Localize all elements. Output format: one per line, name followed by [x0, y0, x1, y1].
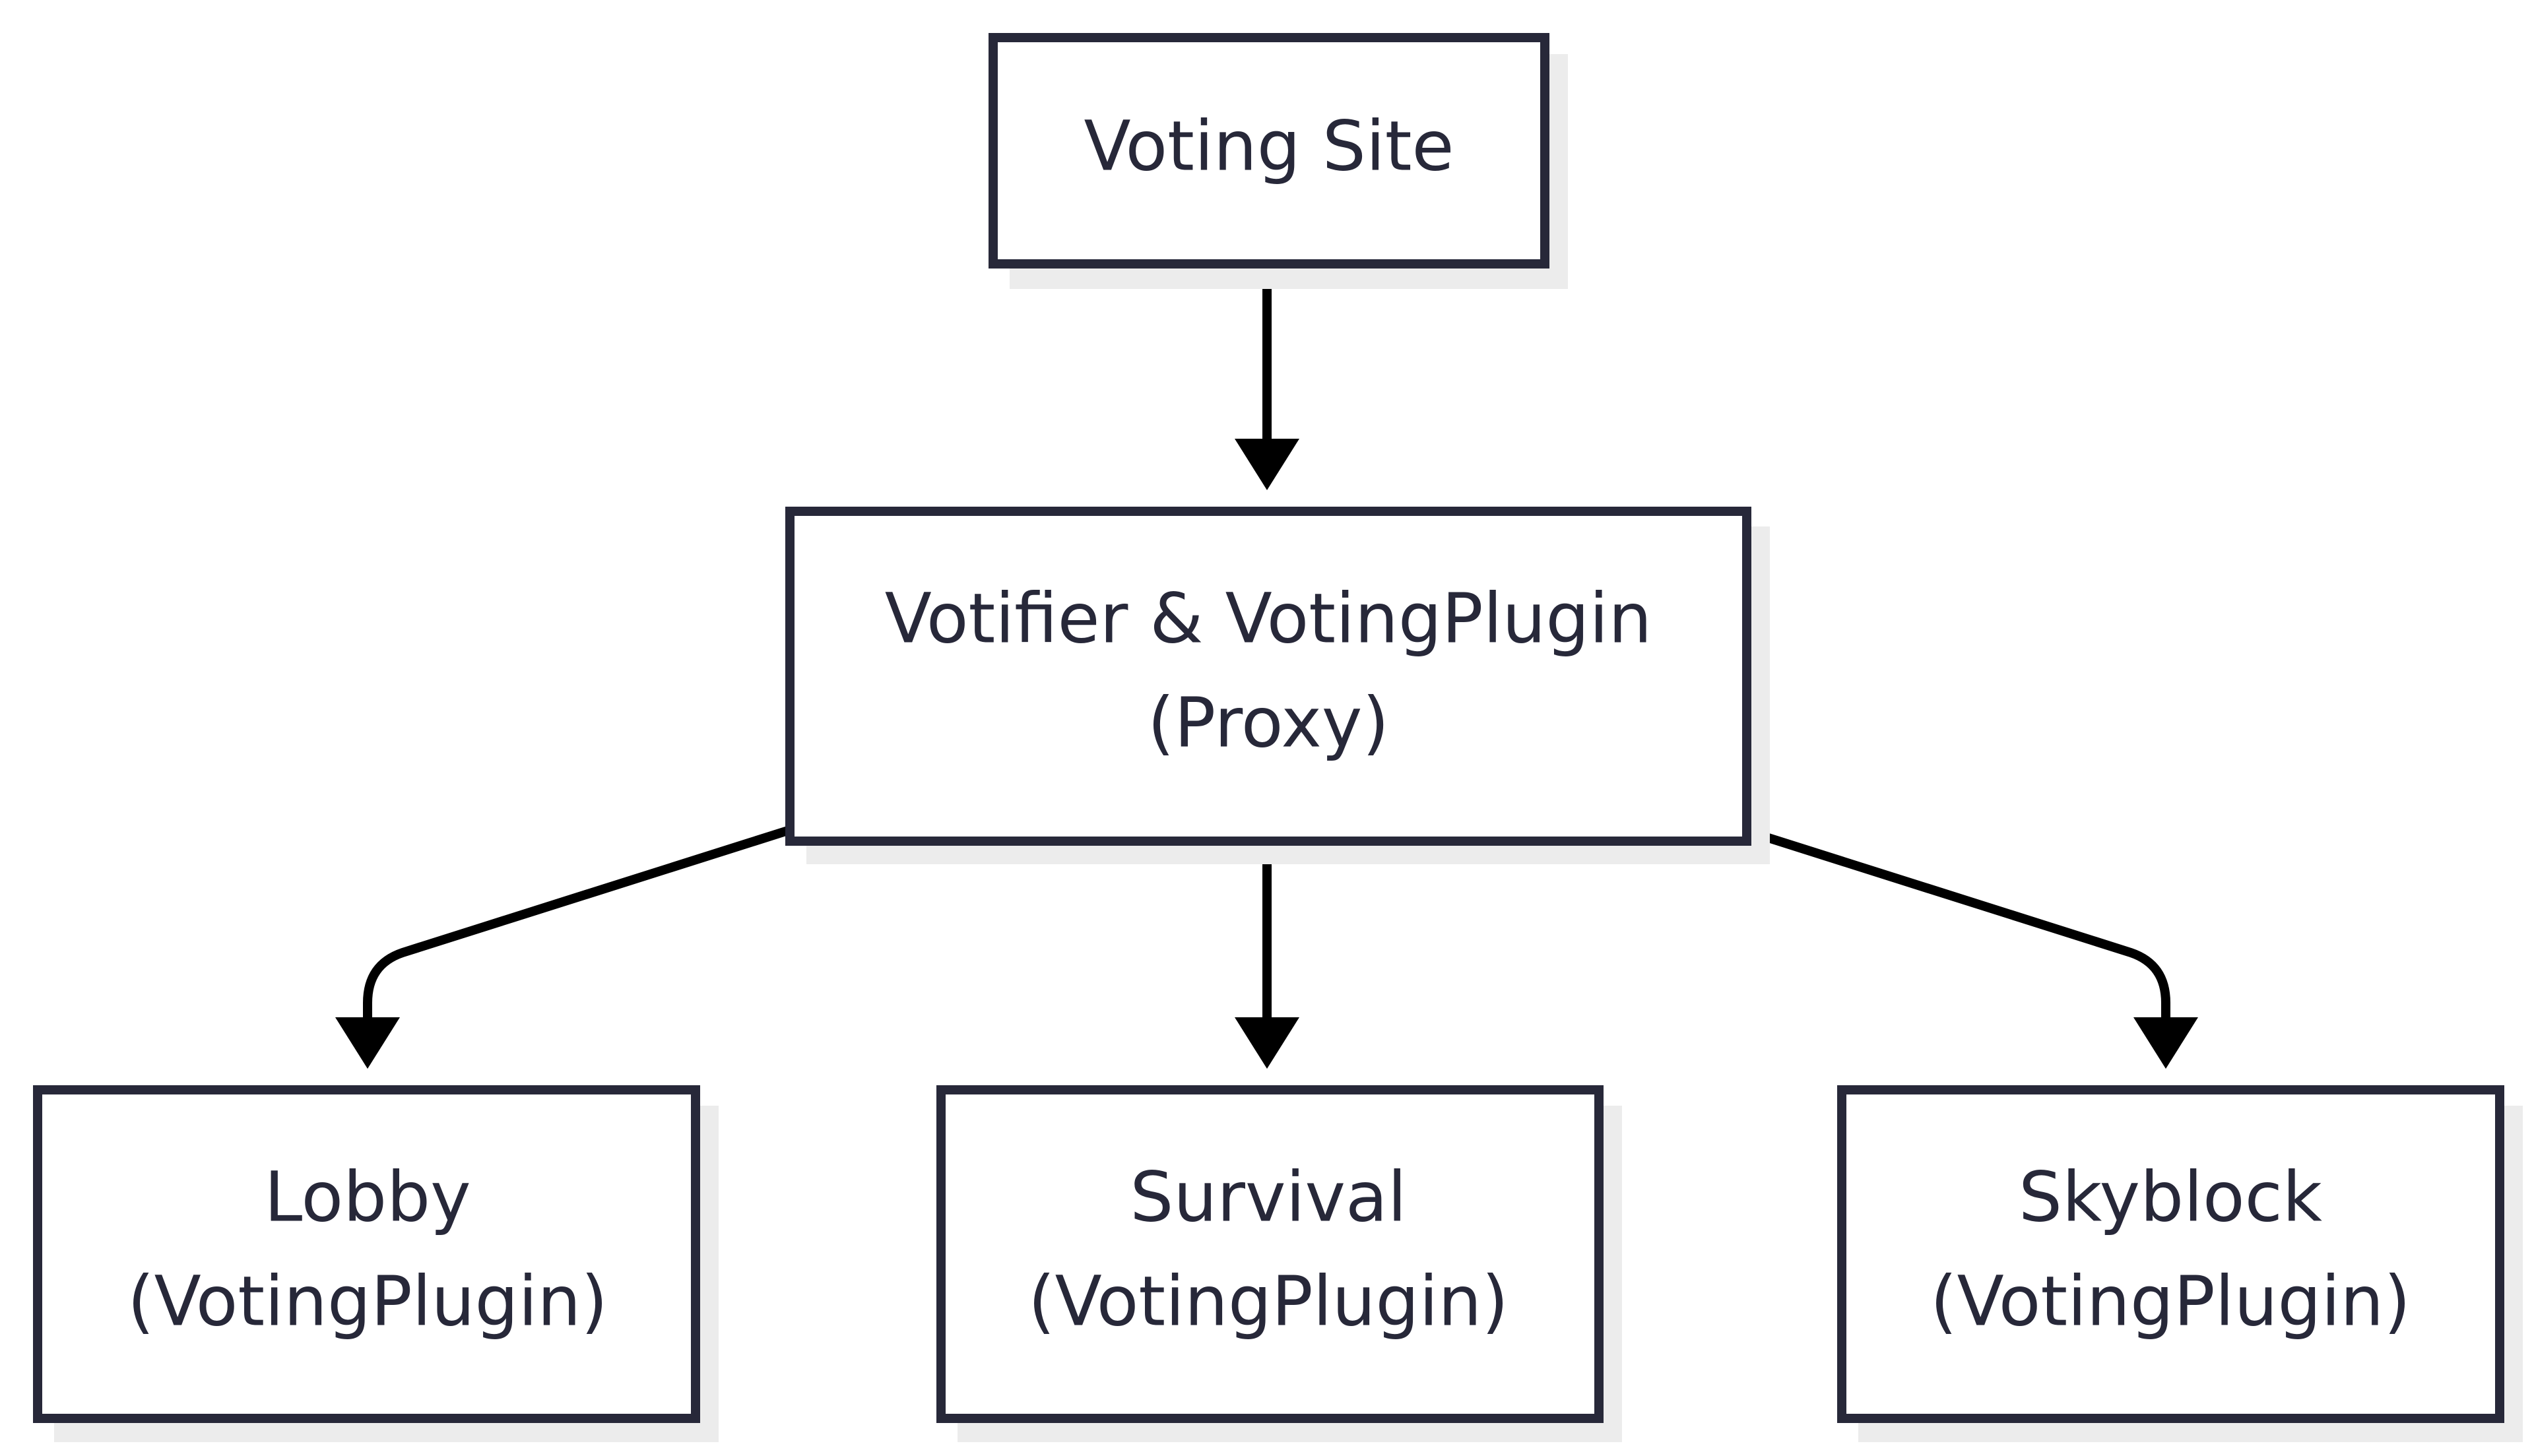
node-box	[785, 507, 1751, 846]
node-label: (VotingPlugin)	[1028, 1261, 1509, 1341]
node-box	[989, 33, 1549, 269]
arrowhead-icon	[2133, 1017, 2198, 1069]
node-label: Survival	[1130, 1156, 1406, 1237]
arrowhead-icon	[335, 1017, 400, 1069]
node-label: (VotingPlugin)	[127, 1261, 608, 1341]
edge-proxy-to-survival	[1235, 837, 1299, 1069]
edge-line	[363, 825, 795, 1034]
edge-voting-site-to-proxy	[1235, 259, 1299, 490]
node-box	[33, 1085, 700, 1423]
edge-proxy-to-skyblock	[1739, 825, 2198, 1069]
node-proxy: Votifier & VotingPlugin (Proxy)	[785, 507, 1770, 864]
arrowhead-icon	[1235, 439, 1299, 490]
node-voting-site: Voting Site	[989, 33, 1568, 289]
arrowhead-icon	[1235, 1017, 1299, 1069]
edge-proxy-to-lobby	[335, 825, 795, 1069]
node-survival: Survival (VotingPlugin)	[936, 1085, 1622, 1442]
edges	[335, 259, 2198, 1069]
node-skyblock: Skyblock (VotingPlugin)	[1837, 1085, 2523, 1442]
node-label: Votifier & VotingPlugin	[885, 578, 1652, 658]
node-box	[936, 1085, 1604, 1423]
node-label: (VotingPlugin)	[1930, 1261, 2411, 1341]
edge-line	[1739, 825, 2170, 1034]
node-label: (Proxy)	[1148, 682, 1389, 763]
node-label: Lobby	[264, 1156, 471, 1237]
node-label: Voting Site	[1084, 106, 1454, 186]
node-lobby: Lobby (VotingPlugin)	[33, 1085, 719, 1442]
node-box	[1837, 1085, 2504, 1423]
node-label: Skyblock	[2019, 1156, 2322, 1237]
